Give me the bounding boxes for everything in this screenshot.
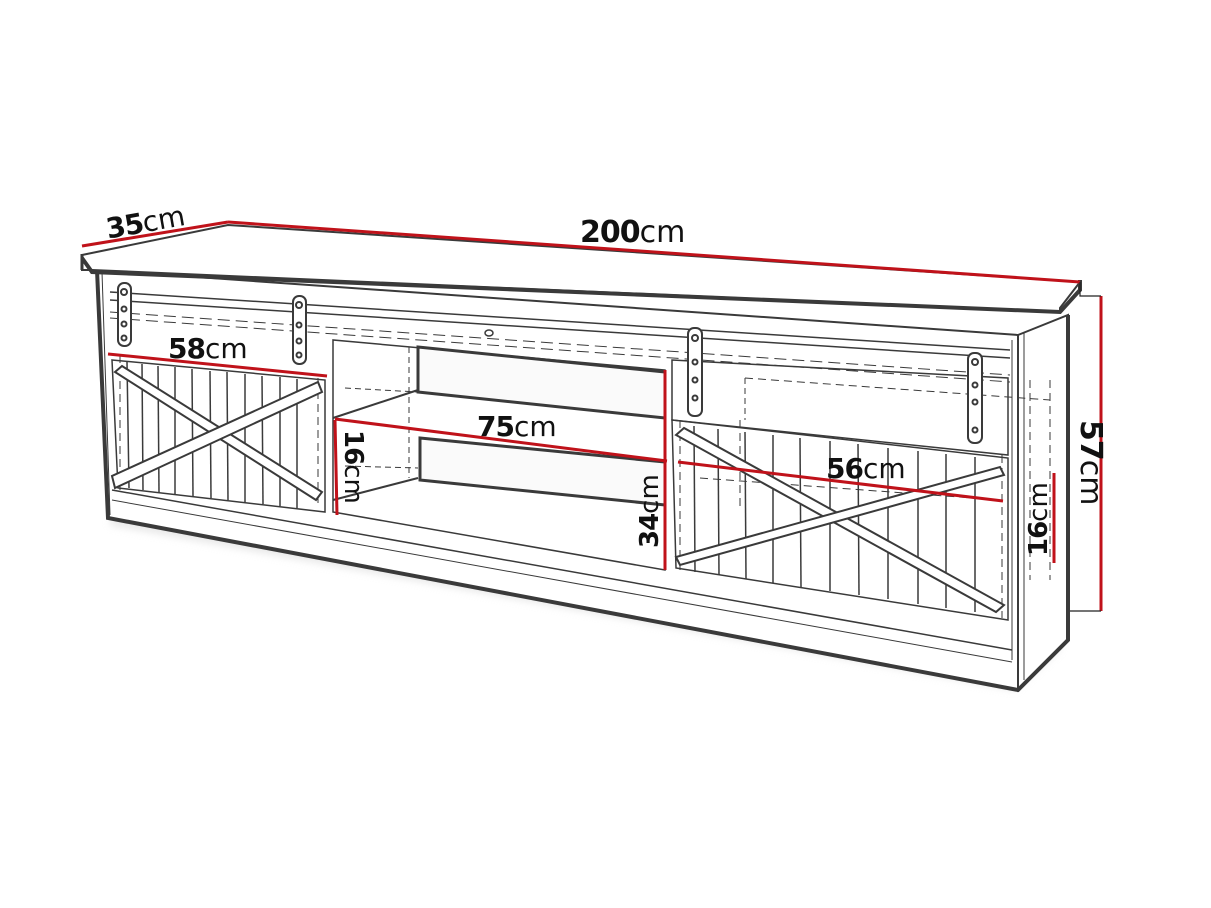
center-opening-height-unit: cm bbox=[635, 474, 665, 514]
center-opening-height-label: 34cm bbox=[635, 474, 665, 548]
hanger-3 bbox=[687, 327, 703, 417]
depth-dim-line bbox=[81, 220, 229, 248]
width-unit: cm bbox=[639, 215, 686, 250]
right-door-dim-line bbox=[677, 460, 1004, 503]
center-shelf-label: 75cm bbox=[477, 413, 557, 441]
height-value: 57 bbox=[1073, 420, 1108, 460]
right-door-value: 56 bbox=[826, 452, 864, 485]
left-door-unit: cm bbox=[204, 332, 248, 365]
barn-door-hangers bbox=[117, 282, 983, 444]
center-shelf-value: 75 bbox=[477, 410, 515, 443]
right-compartment-height-unit: cm bbox=[1024, 482, 1054, 522]
depth-value: 35 bbox=[103, 206, 146, 246]
center-shelf-unit: cm bbox=[513, 410, 557, 443]
right-compartment-height-value: 16 bbox=[1024, 521, 1054, 556]
right-door-unit: cm bbox=[862, 452, 906, 485]
left-door-dim-line bbox=[107, 352, 328, 378]
left-compartment-height-unit: cm bbox=[338, 464, 368, 504]
hanger-1 bbox=[117, 282, 132, 347]
left-barn-door bbox=[110, 355, 326, 513]
width-label: 200cm bbox=[580, 218, 685, 248]
left-door-label: 58cm bbox=[168, 335, 248, 363]
height-label: 57cm bbox=[1073, 420, 1108, 506]
width-dim-line bbox=[227, 220, 1081, 284]
left-height-dim-line bbox=[333, 419, 339, 516]
hanger-2 bbox=[292, 295, 307, 365]
left-compartment-height-value: 16 bbox=[338, 430, 368, 465]
dimension-lines bbox=[81, 220, 1103, 611]
left-door-value: 58 bbox=[168, 332, 206, 365]
width-value: 200 bbox=[580, 215, 641, 250]
right-compartment-height-label: 16cm bbox=[1024, 482, 1054, 556]
center-shelf-dim-line bbox=[334, 417, 668, 463]
height-unit: cm bbox=[1073, 459, 1108, 506]
hanger-4 bbox=[967, 352, 983, 444]
barn-door-rail bbox=[109, 291, 1011, 383]
right-door-label: 56cm bbox=[826, 455, 906, 483]
center-opening-height-value: 34 bbox=[635, 513, 665, 548]
left-compartment-height-label: 16cm bbox=[338, 430, 368, 504]
dimension-extension-lines bbox=[1070, 282, 1101, 612]
